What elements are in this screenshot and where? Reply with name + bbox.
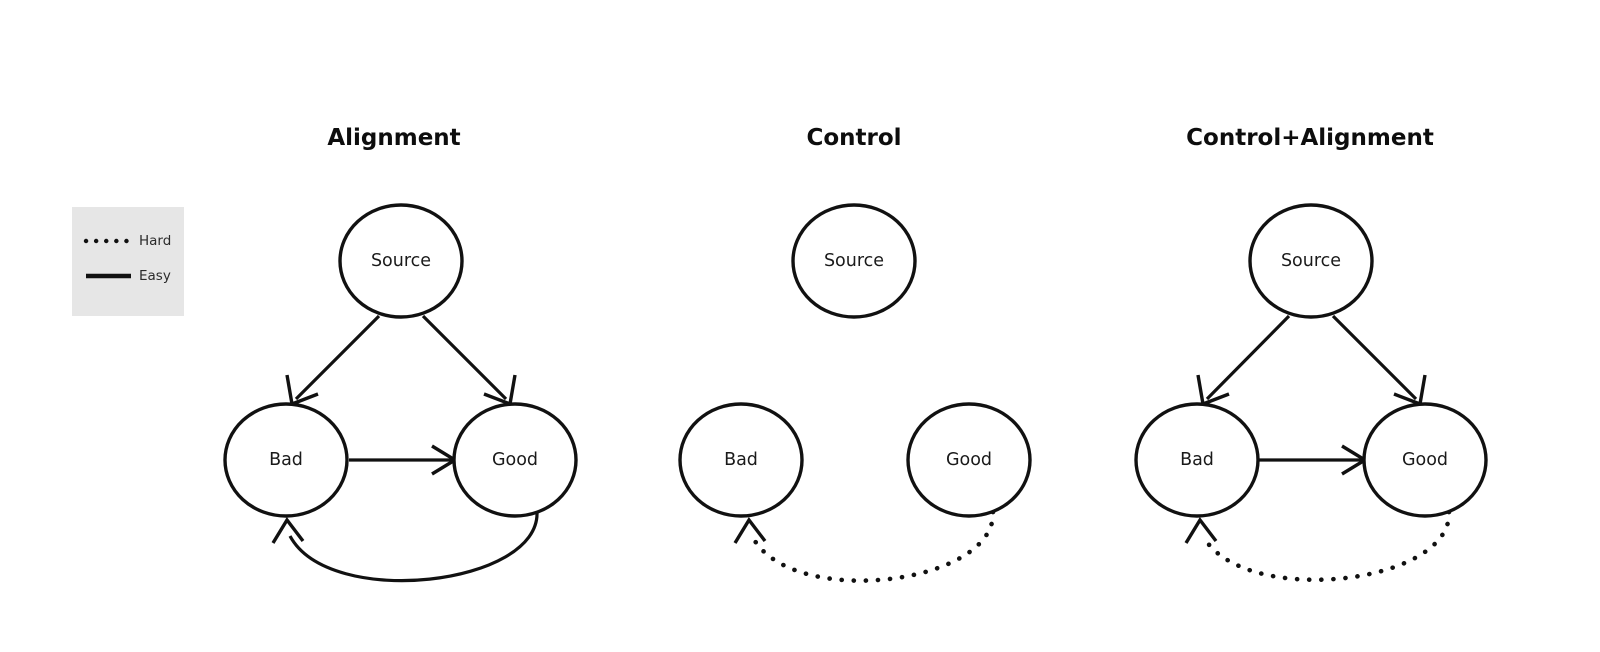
arrow-head-icon — [271, 516, 305, 544]
edge-bad-to-good — [349, 444, 459, 476]
node-bad[interactable]: Bad — [223, 402, 349, 518]
node-label-good: Good — [492, 450, 538, 470]
node-bad[interactable]: Bad — [678, 402, 804, 518]
edge-good-to-bad — [1184, 509, 1452, 582]
edge-bad-to-good — [1259, 444, 1369, 476]
legend-label-hard: Hard — [139, 233, 171, 249]
panel-title-alignment: Alignment — [327, 125, 460, 151]
node-good[interactable]: Good — [906, 402, 1032, 518]
edge-line — [421, 314, 508, 401]
node-shape[interactable] — [452, 402, 578, 518]
edge-source-to-bad — [285, 314, 381, 407]
panel-title-control: Control — [806, 125, 901, 151]
legend-entry-easy: Easy — [86, 268, 171, 284]
arrow-head-icon — [733, 516, 767, 544]
node-source[interactable]: Source — [338, 203, 464, 319]
edge-source-to-bad — [1196, 314, 1291, 407]
node-shape[interactable] — [223, 402, 349, 518]
edge-good-to-bad — [733, 509, 996, 583]
node-shape[interactable] — [906, 402, 1032, 518]
edge-source-to-good — [1331, 314, 1427, 407]
node-label-bad: Bad — [1180, 450, 1214, 470]
panel-title-control-alignment: Control+Alignment — [1186, 125, 1434, 151]
node-good[interactable]: Good — [1362, 402, 1488, 518]
node-shape[interactable] — [678, 402, 804, 518]
node-shape[interactable] — [1362, 402, 1488, 518]
arrow-head-icon — [1184, 516, 1218, 544]
arrow-head-icon — [483, 374, 517, 407]
edge-line — [294, 314, 381, 401]
node-shape[interactable] — [1248, 203, 1374, 319]
node-bad[interactable]: Bad — [1134, 402, 1260, 518]
arrow-head-icon — [1393, 374, 1427, 407]
node-label-bad: Bad — [269, 450, 303, 470]
legend: Hard Easy — [72, 207, 184, 316]
edge-curve — [288, 511, 539, 583]
node-shape[interactable] — [791, 203, 917, 319]
node-label-good: Good — [1402, 450, 1448, 470]
node-label-source: Source — [371, 251, 431, 271]
edge-curve — [1200, 509, 1452, 582]
node-label-source: Source — [824, 251, 884, 271]
node-good[interactable]: Good — [452, 402, 578, 518]
node-source[interactable]: Source — [1248, 203, 1374, 319]
edge-source-to-good — [421, 314, 517, 407]
panel-control-alignment: Control+Alignment — [1134, 125, 1488, 582]
node-label-good: Good — [946, 450, 992, 470]
edge-line — [1205, 314, 1291, 401]
edge-curve — [749, 509, 996, 583]
panel-control: Control Source Bad Good — [678, 125, 1032, 583]
edge-line — [1331, 314, 1418, 401]
arrow-head-icon — [285, 374, 319, 407]
legend-background — [72, 207, 184, 316]
node-shape[interactable] — [1134, 402, 1260, 518]
node-shape[interactable] — [338, 203, 464, 319]
edge-good-to-bad — [271, 511, 539, 583]
legend-label-easy: Easy — [139, 268, 171, 284]
panel-alignment: Alignment — [223, 125, 578, 583]
node-label-bad: Bad — [724, 450, 758, 470]
node-label-source: Source — [1281, 251, 1341, 271]
node-source[interactable]: Source — [791, 203, 917, 319]
legend-entry-hard: Hard — [83, 233, 171, 249]
